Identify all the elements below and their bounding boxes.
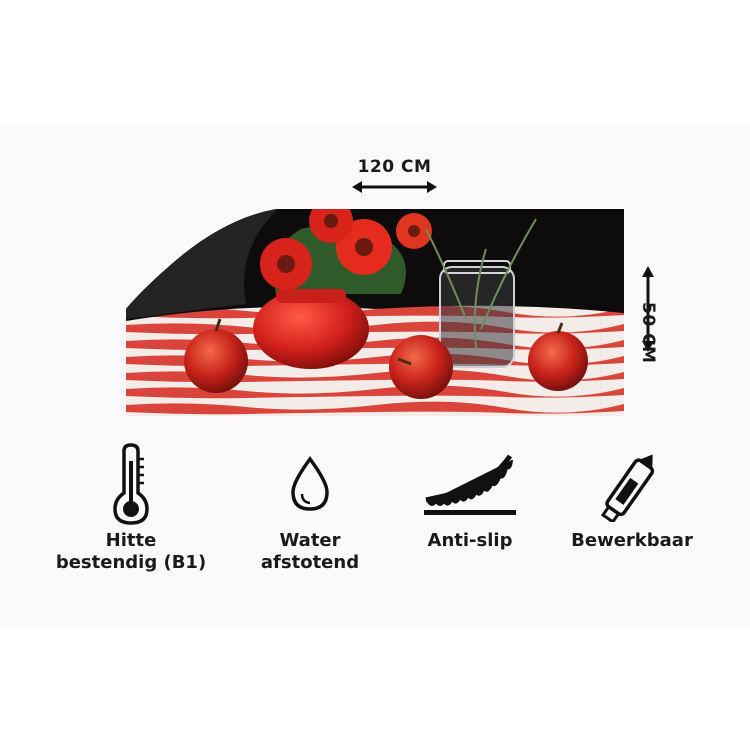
feature-cuttable: Bewerkbaar	[547, 440, 717, 552]
feature-heat-resistant: Hitte bestendig (B1)	[46, 440, 216, 574]
feature-label-water: Water afstotend	[260, 530, 360, 573]
feature-label-anti-slip: Anti-slip	[427, 530, 513, 551]
thermometer-icon	[113, 443, 149, 525]
width-dimension: 120 CM	[352, 157, 437, 197]
vertical-double-arrow-icon	[642, 266, 654, 352]
features-row: Hitte bestendig (B1) Water afstotend Ant…	[0, 440, 750, 590]
feature-water-repellent: Water afstotend	[225, 440, 395, 574]
feature-label-cuttable: Bewerkbaar	[571, 530, 693, 551]
feature-anti-slip: Anti-slip	[385, 440, 555, 552]
anti-slip-icon	[424, 454, 516, 515]
water-drop-icon	[291, 456, 329, 511]
feature-label-heat: Hitte bestendig (B1)	[55, 530, 207, 573]
horizontal-double-arrow-icon	[352, 181, 437, 193]
kitchen-mat-image	[126, 209, 624, 416]
utility-knife-icon	[600, 454, 655, 522]
height-label: 50 CM	[638, 302, 658, 364]
height-dimension: 50 CM	[638, 266, 688, 363]
width-label: 120 CM	[357, 157, 432, 177]
